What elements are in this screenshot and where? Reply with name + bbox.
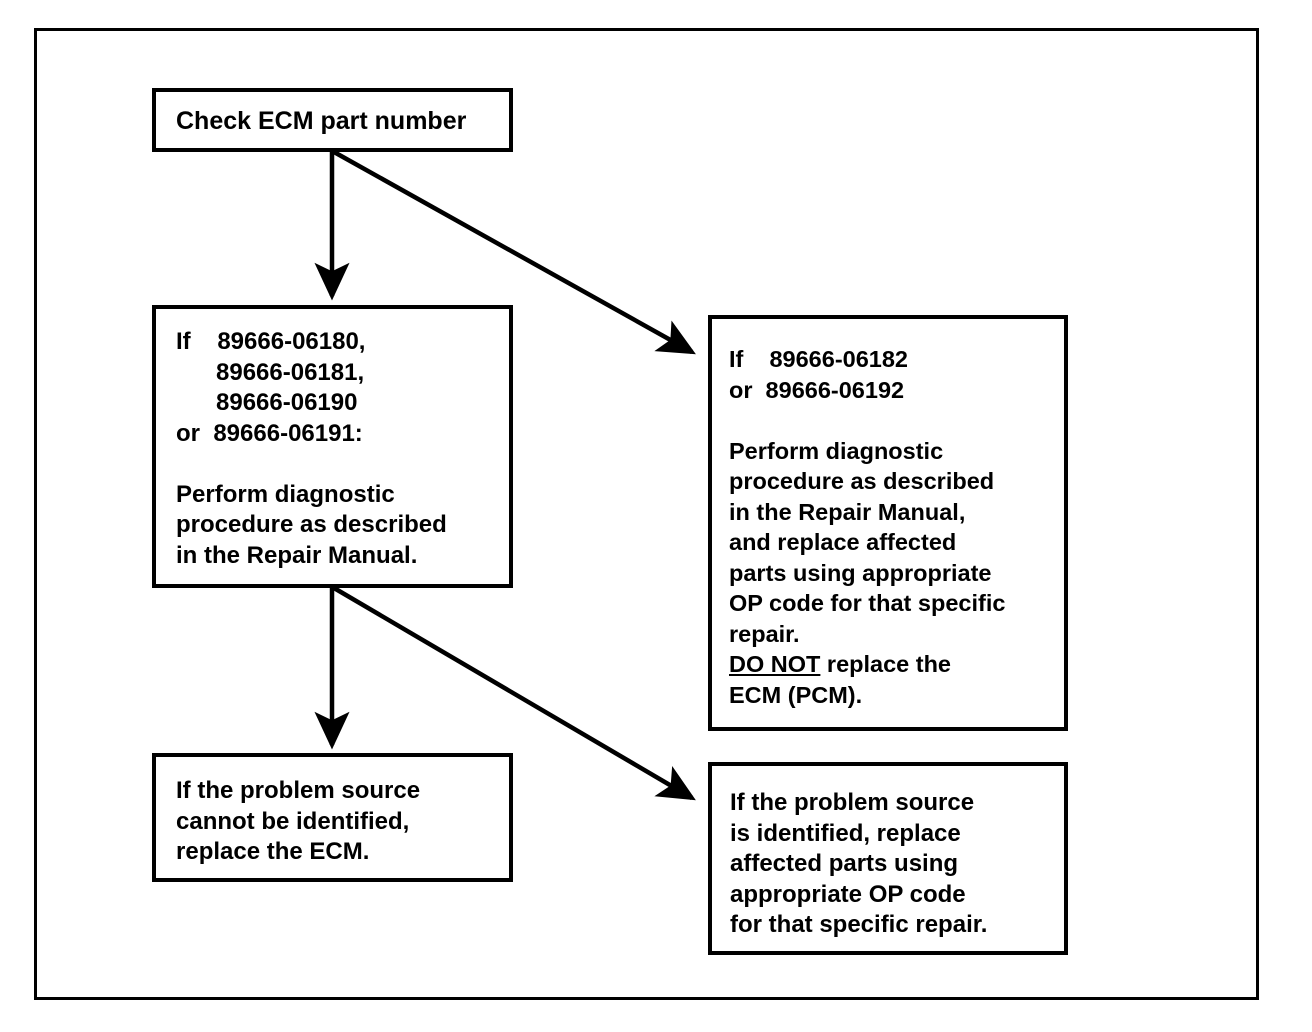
node-part-group-b-do-not-emphasis: DO NOT	[729, 651, 821, 677]
node-check-ecm-part-number[interactable]: Check ECM part number	[152, 88, 513, 152]
node-result-replace-ecm-text: If the problem source cannot be identifi…	[176, 777, 421, 865]
node-part-group-a[interactable]: If 89666-06180, 89666-06181, 89666-06190…	[152, 305, 513, 588]
node-part-group-b-text-after: replace the ECM (PCM).	[729, 651, 952, 708]
node-part-group-a-text: If 89666-06180, 89666-06181, 89666-06190…	[176, 328, 447, 569]
node-result-replace-affected-parts-text: If the problem source is identified, rep…	[730, 789, 988, 938]
outer-border	[34, 28, 1259, 1000]
node-part-group-b-text-before: If 89666-06182 or 89666-06192 Perform di…	[729, 346, 1006, 647]
node-part-group-b-text: If 89666-06182 or 89666-06192 Perform di…	[729, 344, 1005, 710]
node-result-replace-ecm[interactable]: If the problem source cannot be identifi…	[152, 753, 513, 882]
node-check-ecm-part-number-text: Check ECM part number	[176, 107, 467, 135]
node-result-replace-affected-parts[interactable]: If the problem source is identified, rep…	[708, 762, 1068, 955]
node-part-group-b[interactable]: If 89666-06182 or 89666-06192 Perform di…	[708, 315, 1068, 731]
